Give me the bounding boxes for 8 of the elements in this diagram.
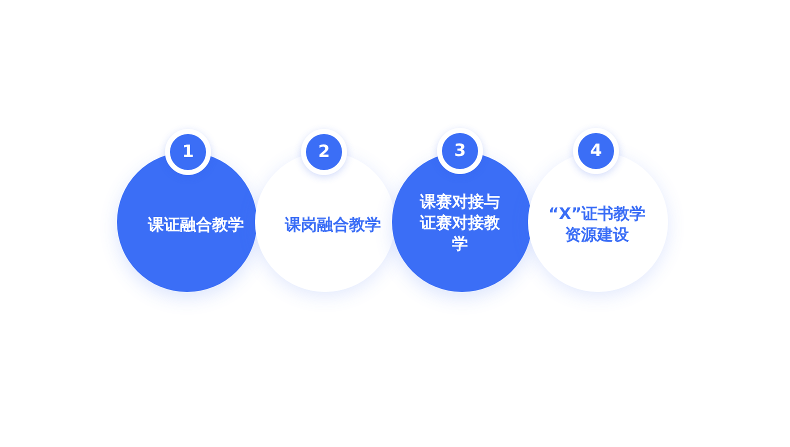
step-number: 3: [454, 142, 466, 160]
step-number: 1: [182, 144, 194, 160]
step-number: 4: [590, 142, 602, 160]
step-title: 课证融合教学: [148, 214, 244, 234]
step-number: 2: [318, 144, 330, 160]
step-title: 课岗融合教学: [285, 214, 381, 234]
step-title: “X”证书教学资源建设: [547, 203, 647, 245]
step-title: 课赛对接与证赛对接教学: [418, 190, 501, 254]
